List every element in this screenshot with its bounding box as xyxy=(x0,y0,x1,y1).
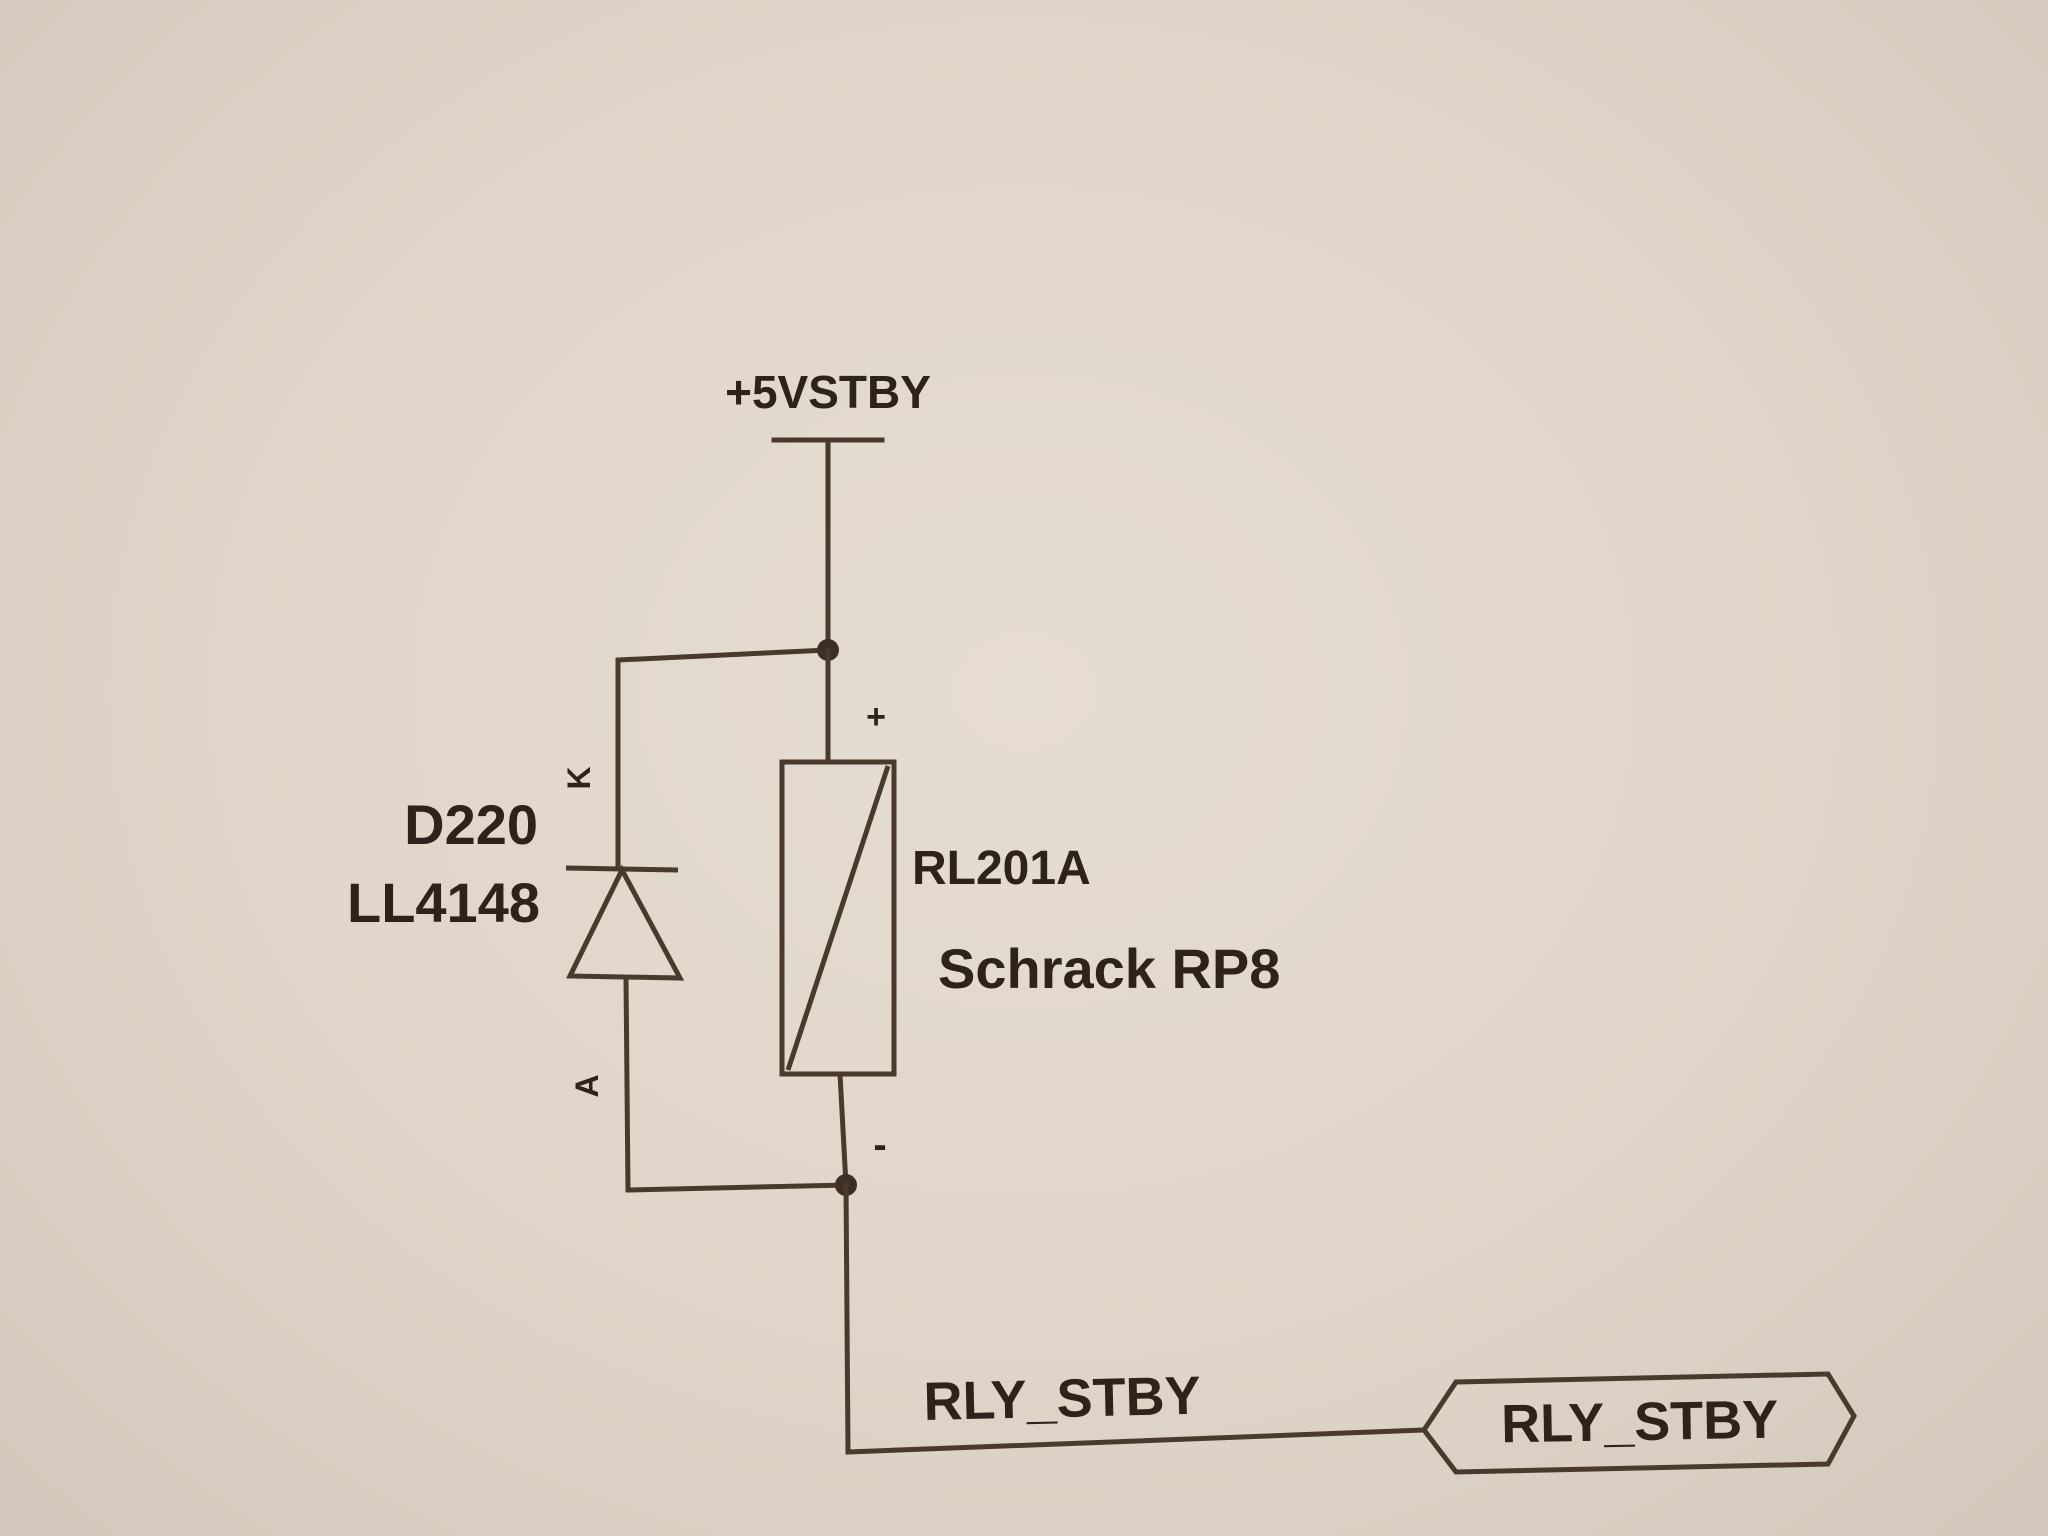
diode-anode-pin-label: A xyxy=(569,1074,605,1097)
relay-plus-pin-label: + xyxy=(866,698,886,736)
net-port-label: RLY_STBY xyxy=(1501,1390,1779,1455)
net-port-symbol xyxy=(1420,1371,1857,1475)
net-wire xyxy=(843,1182,1427,1455)
relay-minus-pin-label: - xyxy=(873,1123,886,1167)
relay-designator-label: RL201A xyxy=(912,842,1091,895)
top-wire xyxy=(615,647,831,868)
relay-bottom-lead xyxy=(837,1071,849,1188)
power-rail-label: +5VSTBY xyxy=(725,366,931,418)
power-rail-symbol xyxy=(771,437,885,653)
bottom-wire xyxy=(625,1182,849,1193)
net-wire-label: RLY_STBY xyxy=(923,1366,1201,1432)
diode-symbol xyxy=(565,864,685,1193)
relay-coil xyxy=(779,759,897,1077)
diode-designator-label: D220 xyxy=(404,793,538,856)
diode-cathode-pin-label: K xyxy=(561,766,597,789)
diode-part-label: LL4148 xyxy=(347,871,540,934)
relay-part-label: Schrack RP8 xyxy=(938,937,1280,1000)
